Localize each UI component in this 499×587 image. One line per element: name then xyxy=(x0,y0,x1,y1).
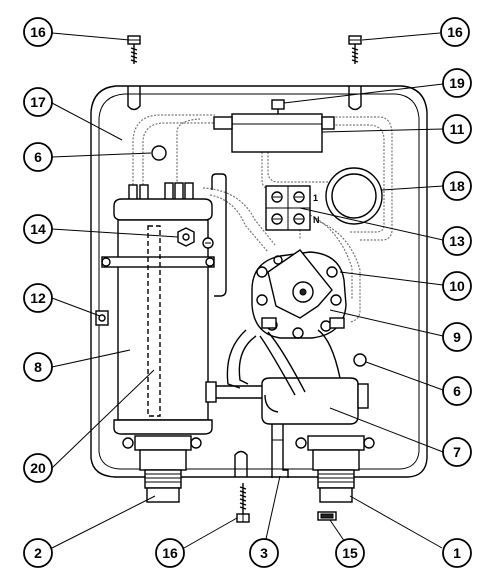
svg-text:7: 7 xyxy=(453,444,461,460)
callout-20: 20 xyxy=(23,453,53,483)
callout-16-top-left: 16 xyxy=(23,17,53,47)
heating-element xyxy=(147,225,161,417)
heater-outlet-pipe xyxy=(211,173,227,297)
top-right-screw xyxy=(348,35,362,64)
side-clip xyxy=(95,310,109,326)
terminal-label-neutral: N xyxy=(313,215,320,225)
svg-text:11: 11 xyxy=(450,121,465,137)
callout-3: 3 xyxy=(249,538,279,568)
housing-outline xyxy=(90,85,428,478)
svg-text:2: 2 xyxy=(34,545,42,561)
callout-8: 8 xyxy=(23,352,53,382)
svg-text:9: 9 xyxy=(453,329,461,345)
callout-1: 1 xyxy=(442,538,472,568)
svg-text:1: 1 xyxy=(453,545,461,561)
lower-grommet xyxy=(353,353,367,367)
callout-16-bottom: 16 xyxy=(155,538,185,568)
filter-clip xyxy=(317,511,337,521)
svg-text:16: 16 xyxy=(162,545,178,561)
leader-lines xyxy=(51,32,444,549)
callout-15: 15 xyxy=(335,538,365,568)
heater-tank xyxy=(101,182,215,435)
callout-7: 7 xyxy=(442,437,472,467)
svg-text:16: 16 xyxy=(30,24,46,40)
pressure-valve-assembly xyxy=(251,249,347,339)
svg-text:20: 20 xyxy=(30,460,46,476)
callout-19: 19 xyxy=(442,68,472,98)
svg-text:6: 6 xyxy=(34,149,42,165)
terminal-block: 1 N xyxy=(265,185,320,231)
svg-text:16: 16 xyxy=(447,24,463,40)
callout-13: 13 xyxy=(442,226,472,256)
flow-switch xyxy=(213,99,335,153)
top-left-mounting-slot xyxy=(127,86,141,111)
svg-text:13: 13 xyxy=(449,233,465,249)
callout-14: 14 xyxy=(23,214,53,244)
callout-6-upper: 6 xyxy=(23,142,53,172)
cable-entry-ring xyxy=(325,167,383,225)
upper-grommet xyxy=(151,145,167,161)
internal-wiring xyxy=(132,114,393,323)
callout-16-top-right: 16 xyxy=(440,17,470,47)
inlet-fitting-left xyxy=(122,435,202,503)
svg-text:19: 19 xyxy=(449,75,465,91)
top-right-mounting-slot xyxy=(348,86,362,111)
inlet-fitting-right xyxy=(295,435,375,503)
callout-9: 9 xyxy=(442,322,472,352)
callout-10: 10 xyxy=(442,271,472,301)
callout-2: 2 xyxy=(23,538,53,568)
svg-text:12: 12 xyxy=(30,290,46,306)
thermostat-nut xyxy=(177,227,195,247)
svg-text:15: 15 xyxy=(342,545,358,561)
callout-6-lower: 6 xyxy=(442,376,472,406)
callout-11: 11 xyxy=(442,114,472,144)
bottom-mounting-slot xyxy=(234,450,248,477)
earth-screw xyxy=(202,237,214,249)
callout-12: 12 xyxy=(23,283,53,313)
terminal-label-live: 1 xyxy=(313,193,318,203)
svg-text:6: 6 xyxy=(453,383,461,399)
housing-inner-outline xyxy=(98,93,420,470)
svg-text:14: 14 xyxy=(30,221,46,237)
callout-18: 18 xyxy=(442,171,472,201)
svg-text:18: 18 xyxy=(449,178,465,194)
svg-text:17: 17 xyxy=(30,94,46,110)
callout-17: 17 xyxy=(23,87,53,117)
svg-text:10: 10 xyxy=(449,278,465,294)
outlet-manifold xyxy=(205,329,369,425)
svg-text:3: 3 xyxy=(260,545,268,561)
svg-text:8: 8 xyxy=(34,359,42,375)
bottom-screw xyxy=(236,483,250,523)
outlet-spout xyxy=(271,424,289,478)
